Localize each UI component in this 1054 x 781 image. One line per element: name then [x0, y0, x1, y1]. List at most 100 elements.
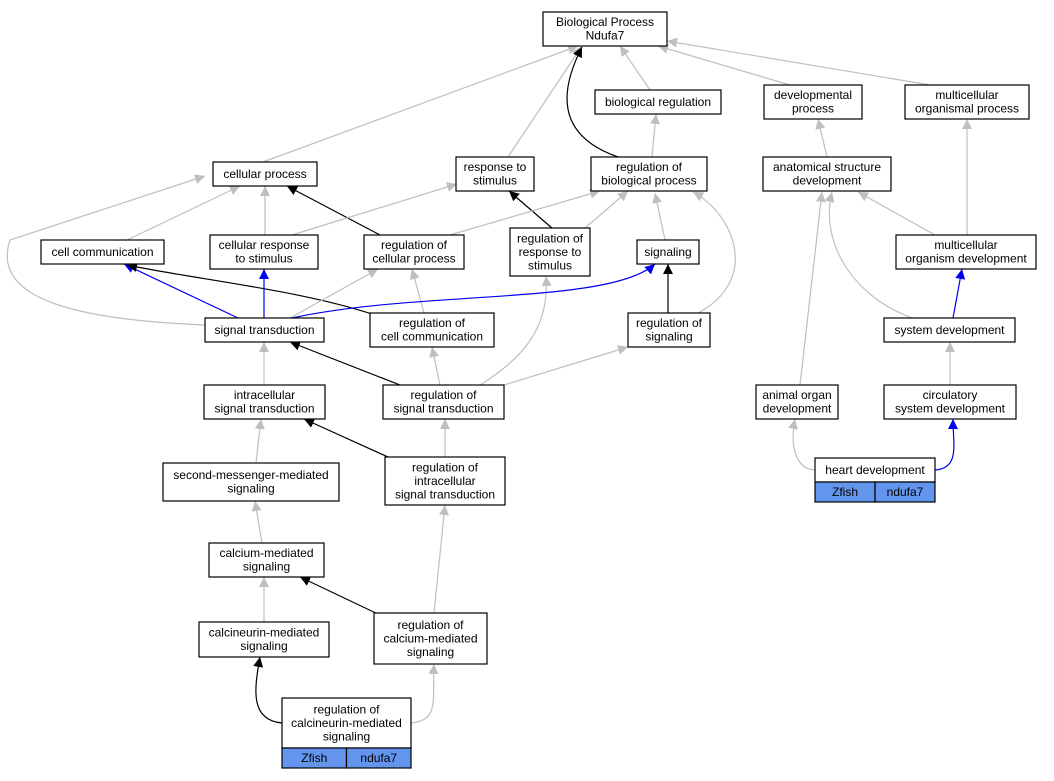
node-label: signaling: [323, 729, 370, 743]
edge-regulation-of-calcium-mediated-signaling-to-calcium-mediated-signaling: [299, 576, 381, 616]
edge-regulation-of-intracellular-signal-transduction-to-intracellular-signal-transduction: [303, 418, 389, 458]
edge-signal-transduction-to-regulation-of-cellular-process: [289, 268, 379, 319]
edge-regulation-of-signaling-to-regulation-of-biological-process: [692, 191, 736, 314]
tag-label: ndufa7: [360, 751, 397, 765]
edge-calcium-mediated-signaling-to-second-messenger-mediated-signaling: [251, 500, 263, 544]
tag-zfish[interactable]: Zfish: [281, 747, 348, 769]
edge-anatomical-structure-development-to-developmental-process: [815, 118, 828, 158]
node-label: signaling: [644, 245, 691, 259]
node-label: anatomical structure: [773, 160, 881, 174]
edge-cellular-process-to-root: [262, 44, 579, 163]
node-label: regulation of: [410, 388, 477, 402]
tag-ndufa7[interactable]: ndufa7: [874, 481, 936, 503]
node-label: intracellular: [414, 474, 475, 488]
node-label: cell communication: [51, 245, 153, 259]
edge-regulation-of-calcium-mediated-signaling-to-regulation-of-intracellular-signal-transduction: [433, 504, 449, 614]
edge-heart-development-to-circulatory-system-development: [934, 418, 959, 471]
node-label: second-messenger-mediated: [173, 468, 328, 482]
edge-regulation-of-signal-transduction-to-regulation-of-cell-communication: [429, 346, 441, 386]
node-heart-development[interactable]: heart development: [814, 457, 936, 483]
node-label: signal transduction: [214, 323, 314, 337]
node-label: cellular response: [219, 238, 310, 252]
node-label: to stimulus: [235, 252, 292, 266]
tag-zfish[interactable]: Zfish: [814, 481, 876, 503]
edge-regulation-of-biological-process-to-biological-regulation: [650, 113, 661, 158]
node-label: signaling: [645, 330, 692, 344]
node-label: signal transduction: [395, 487, 495, 501]
node-regulation-of-calcineurin-mediated-signaling[interactable]: regulation ofcalcineurin-mediatedsignali…: [281, 697, 412, 749]
edge-multicellular-organismal-process-to-root: [666, 37, 931, 86]
tag-ndufa7[interactable]: ndufa7: [345, 747, 412, 769]
tag-label: Zfish: [301, 751, 327, 765]
edge-regulation-of-cellular-process-to-regulation-of-biological-process: [449, 189, 601, 236]
node-signal-transduction[interactable]: signal transduction: [204, 317, 325, 343]
edge-regulation-of-biological-process-to-root: [566, 46, 619, 158]
node-label: regulation of: [616, 160, 683, 174]
node-label: process: [792, 102, 834, 116]
node-label: calcineurin-mediated: [291, 716, 402, 730]
node-label: regulation of: [381, 238, 448, 252]
node-label: calcium-mediated: [383, 631, 477, 645]
node-label: signaling: [243, 560, 290, 574]
edge-system-development-to-anatomical-structure-development: [824, 191, 913, 319]
edge-signal-transduction-to-cellular-process: [6, 174, 206, 326]
edge-response-to-stimulus-to-root: [507, 45, 583, 158]
edge-second-messenger-mediated-signaling-to-intracellular-signal-transduction: [254, 418, 265, 464]
edge-regulation-of-response-to-stimulus-to-response-to-stimulus: [508, 190, 553, 229]
edge-biological-regulation-to-root: [619, 45, 651, 91]
node-label: regulation of: [313, 702, 380, 716]
edge-regulation-of-calcineurin-mediated-signaling-to-calcineurin-mediated-signaling: [253, 656, 283, 724]
node-system-development[interactable]: system development: [883, 317, 1016, 343]
node-cell-communication[interactable]: cell communication: [40, 239, 165, 265]
node-label: Biological Process: [556, 15, 654, 29]
node-label: circulatory: [923, 388, 978, 402]
edge-regulation-of-cell-communication-to-cell-communication: [126, 262, 376, 316]
edge-regulation-of-cell-communication-to-regulation-of-cellular-process: [409, 268, 425, 314]
tag-label: ndufa7: [887, 485, 924, 499]
node-label: signal transduction: [393, 402, 493, 416]
node-label: regulation of: [517, 231, 584, 245]
node-label: signaling: [407, 645, 454, 659]
node-label: cell communication: [381, 330, 483, 344]
edges-layer: [6, 37, 972, 724]
edge-signal-transduction-to-signaling: [291, 263, 656, 319]
edge-multicellular-organism-development-to-anatomical-structure-development: [857, 191, 936, 236]
node-label: system development: [895, 402, 1006, 416]
node-label: multicellular: [935, 88, 998, 102]
edge-regulation-of-cellular-process-to-cellular-process: [286, 185, 381, 236]
node-biological-regulation[interactable]: biological regulation: [594, 89, 722, 115]
node-cellular-process[interactable]: cellular process: [212, 161, 318, 187]
edge-cellular-response-to-stimulus-to-response-to-stimulus: [291, 182, 458, 236]
node-label: heart development: [825, 463, 925, 477]
node-label: organismal process: [915, 102, 1019, 116]
tag-label: Zfish: [832, 485, 858, 499]
node-label: calcium-mediated: [219, 546, 313, 560]
node-label: biological regulation: [605, 95, 711, 109]
edge-signal-transduction-to-cell-communication: [123, 263, 239, 319]
node-label: biological process: [601, 174, 696, 188]
node-signaling[interactable]: signaling: [636, 239, 700, 265]
